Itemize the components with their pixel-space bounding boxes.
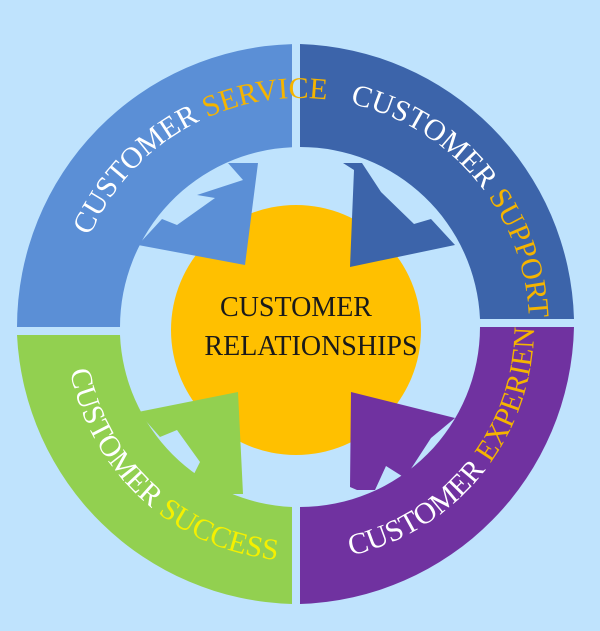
segment-success <box>17 335 292 604</box>
center-circle <box>171 205 421 455</box>
arrow-service <box>138 163 258 265</box>
segment-service <box>17 44 292 327</box>
center-title-line2: RELATIONSHIPS <box>204 331 417 362</box>
segment-support <box>300 44 574 319</box>
arrow-experience <box>350 392 455 490</box>
arrow-support <box>343 163 455 267</box>
arrow-success <box>138 392 243 494</box>
segment-experience <box>300 327 574 604</box>
center-title-line1: CUSTOMER <box>220 292 372 323</box>
